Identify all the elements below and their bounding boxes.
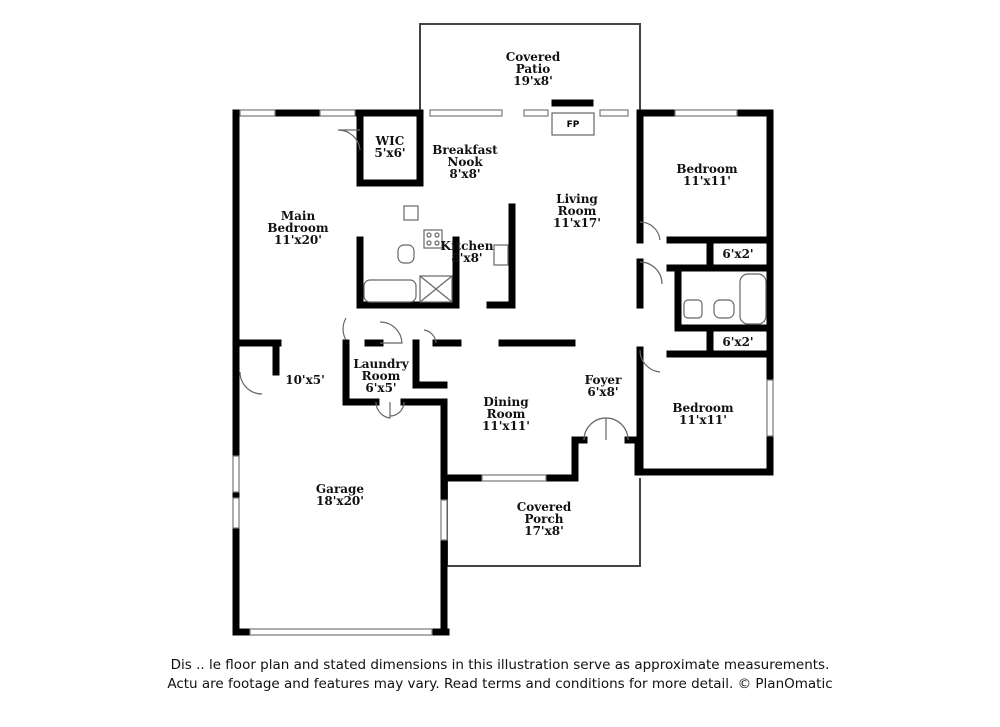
disclaimer: Dis .. le floor plan and stated dimensio… — [0, 656, 1000, 694]
main-bedroom-label: Main Bedroom 11'x20' — [258, 210, 338, 246]
dining-room-name: Dining — [483, 395, 529, 409]
kitchen-dim: 8'x8' — [451, 251, 483, 265]
disclaimer-line-2: Actu are footage and features may vary. … — [167, 676, 833, 692]
garage-name: Garage — [315, 482, 365, 496]
covered-patio-dim: 19'x8' — [513, 74, 553, 88]
wic-dim: 5'x6' — [374, 146, 406, 160]
foyer-name: Foyer — [584, 373, 622, 387]
storage-dim: 10'x5' — [285, 373, 325, 387]
fireplace-label: FP — [566, 120, 580, 130]
kitchen-name: Kitchen — [440, 239, 494, 253]
laundry-room-name-2: Room — [361, 369, 401, 383]
laundry-room-label: Laundry Room 6'x5' — [348, 358, 414, 394]
covered-porch-name-2: Porch — [524, 512, 564, 526]
storage-label: 10'x5' — [278, 374, 332, 386]
disclaimer-line-1: Dis .. le floor plan and stated dimensio… — [170, 657, 830, 673]
garage-label: Garage 18'x20' — [300, 483, 380, 507]
closet-upper-dim: 6'x2' — [722, 247, 754, 261]
living-room-name: Living — [556, 192, 598, 206]
breakfast-nook-name: Breakfast — [432, 143, 498, 157]
covered-porch-dim: 17'x8' — [524, 524, 564, 538]
bedroom-ne-dim: 11'x11' — [683, 174, 731, 188]
main-bedroom-dim: 11'x20' — [274, 233, 322, 247]
garage-dim: 18'x20' — [316, 494, 364, 508]
wic-label: WIC 5'x6' — [364, 135, 416, 159]
bedroom-ne-name: Bedroom — [676, 162, 738, 176]
main-bedroom-name: Main — [280, 209, 316, 223]
covered-porch-name: Covered — [516, 500, 572, 514]
dining-room-name-2: Room — [486, 407, 526, 421]
covered-patio-label: Covered Patio 19'x8' — [495, 51, 571, 87]
foyer-label: Foyer 6'x8' — [570, 374, 636, 398]
bedroom-se-name: Bedroom — [672, 401, 734, 415]
living-room-label: Living Room 11'x17' — [537, 193, 617, 229]
living-room-dim: 11'x17' — [553, 216, 601, 230]
dining-room-dim: 11'x11' — [482, 419, 530, 433]
closet-lower-dim: 6'x2' — [722, 335, 754, 349]
main-bedroom-name-2: Bedroom — [267, 221, 329, 235]
bedroom-ne-label: Bedroom 11'x11' — [668, 163, 746, 187]
closet-lower-label: 6'x2' — [710, 336, 766, 348]
covered-patio-name-2: Patio — [515, 62, 551, 76]
bedroom-se-label: Bedroom 11'x11' — [664, 402, 742, 426]
closet-upper-label: 6'x2' — [710, 248, 766, 260]
door-swings — [239, 129, 663, 441]
bedroom-se-dim: 11'x11' — [679, 413, 727, 427]
laundry-room-dim: 6'x5' — [365, 381, 397, 395]
breakfast-nook-name-2: Nook — [447, 155, 483, 169]
fireplace — [551, 112, 595, 136]
covered-patio-name: Covered — [505, 50, 561, 64]
covered-patio-outline — [419, 23, 641, 113]
breakfast-nook-dim: 8'x8' — [449, 167, 481, 181]
covered-porch-label: Covered Porch 17'x8' — [506, 501, 582, 537]
breakfast-nook-label: Breakfast Nook 8'x8' — [425, 144, 505, 180]
wic-name: WIC — [375, 134, 405, 148]
living-room-name-2: Room — [557, 204, 597, 218]
fixtures — [363, 205, 767, 325]
windows — [232, 109, 774, 636]
dining-room-label: Dining Room 11'x11' — [468, 396, 544, 432]
laundry-room-name: Laundry — [353, 357, 409, 371]
kitchen-label: Kitchen 8'x8' — [432, 240, 502, 264]
foyer-dim: 6'x8' — [587, 385, 619, 399]
